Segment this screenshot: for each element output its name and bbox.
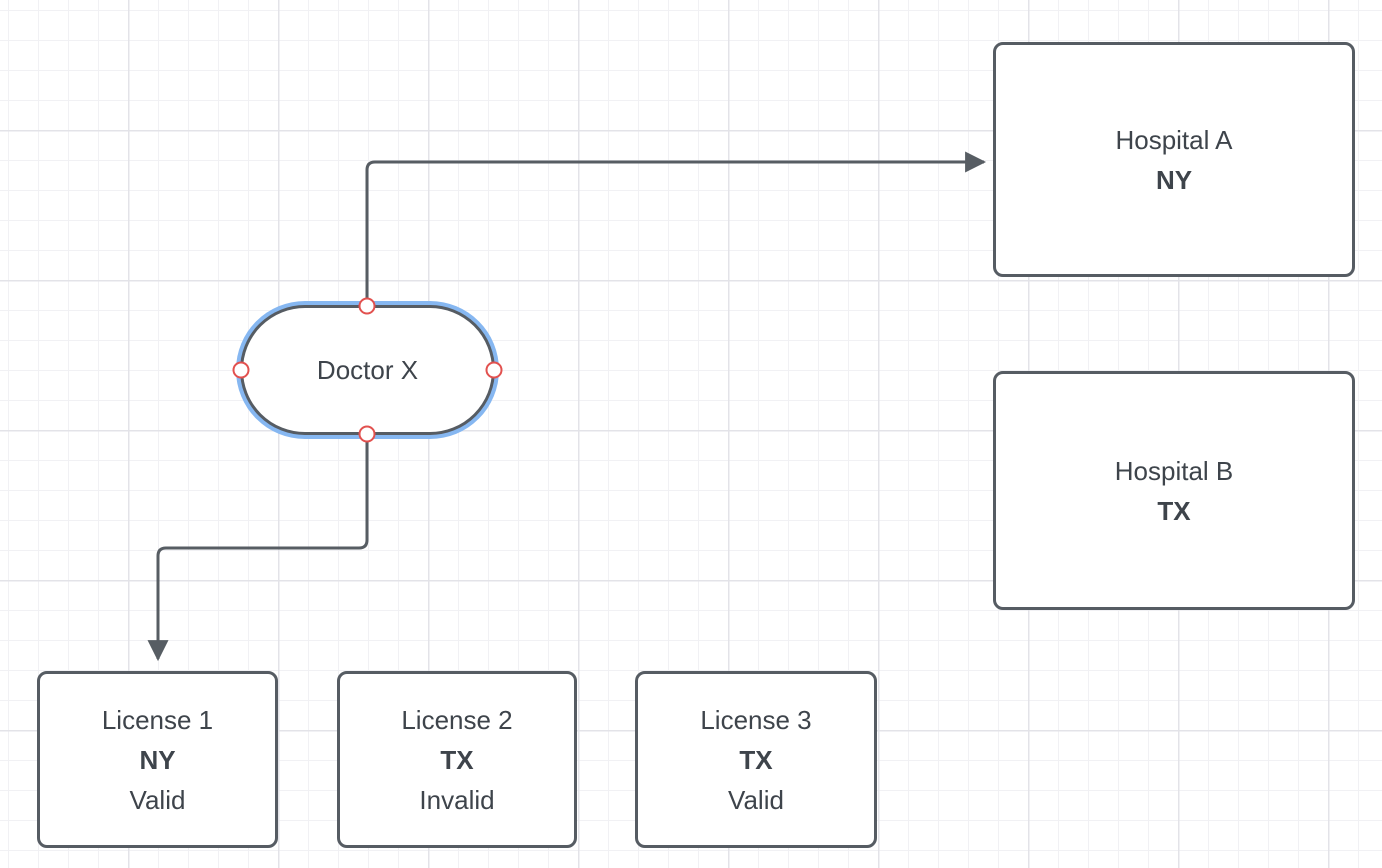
node-license-1-state: NY [139, 744, 176, 775]
node-license-1-name: License 1 [101, 704, 214, 735]
node-license-2[interactable]: License 2 TX Invalid [337, 671, 577, 848]
node-hospital-b-name: Hospital B [1114, 455, 1234, 486]
connection-point-left[interactable] [232, 361, 250, 379]
connection-point-bottom[interactable] [358, 425, 376, 443]
node-license-1-status: Valid [129, 784, 186, 815]
node-doctor-x-label: Doctor X [316, 355, 419, 385]
connection-point-top[interactable] [358, 297, 376, 315]
node-hospital-a-name: Hospital A [1115, 124, 1233, 155]
connector-doctor-to-license-1[interactable] [147, 438, 369, 662]
node-license-3-status: Valid [728, 784, 784, 815]
node-license-3-state: TX [739, 744, 773, 775]
node-hospital-b-state: TX [1157, 495, 1191, 526]
node-license-2-name: License 2 [401, 704, 513, 735]
node-hospital-b[interactable]: Hospital B TX [993, 371, 1355, 610]
node-license-2-status: Invalid [419, 784, 495, 815]
node-license-1[interactable]: License 1 NY Valid [37, 671, 278, 848]
node-license-3-name: License 3 [700, 704, 812, 735]
node-doctor-x[interactable]: Doctor X [240, 305, 495, 435]
node-hospital-a[interactable]: Hospital A NY [993, 42, 1355, 277]
node-license-2-state: TX [440, 744, 474, 775]
node-hospital-a-state: NY [1155, 164, 1193, 195]
connection-point-right[interactable] [485, 361, 503, 379]
connector-doctor-to-hospital-a[interactable] [365, 151, 987, 301]
node-license-3[interactable]: License 3 TX Valid [635, 671, 877, 848]
